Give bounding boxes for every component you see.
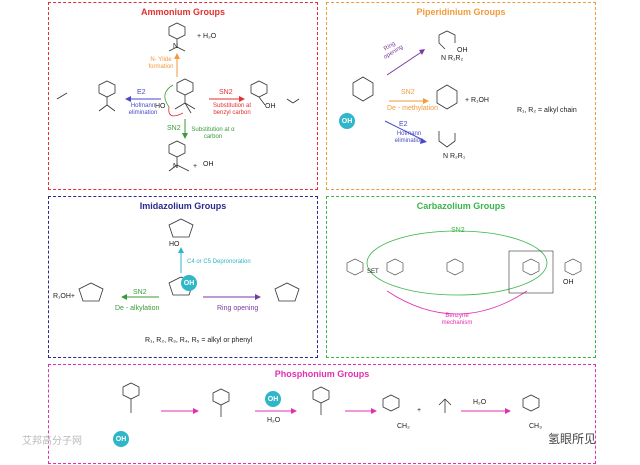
imidazolium-c4c5: C4 or C5 Depronoration (187, 259, 251, 265)
piperidinium-r1r2: R₁, R₂ = alkyl chain (517, 107, 577, 114)
ammonium-sn2: SN2 (219, 89, 233, 96)
ammonium-ylide-label: N- Ylide formation (148, 57, 174, 70)
ammonium-panel: Ammonium Groups (48, 2, 318, 190)
carbazolium-benzyne: Benzyne mechanism (441, 313, 473, 326)
piperidinium-hofmann: Hofmann elimination (394, 131, 424, 144)
imidazolium-panel: Imidazolium Groups HO C4 or C5 Depronora… (48, 196, 318, 358)
phosphonium-ch2: CH₂ (397, 423, 410, 430)
piperidinium-hydroxide: OH (339, 113, 355, 129)
piperidinium-top-oh: OH (457, 47, 468, 54)
piperidinium-sn2: SN2 (401, 89, 415, 96)
ammonium-structures (56, 22, 300, 172)
piperidinium-r1oh: + R₁OH (465, 97, 489, 104)
ammonium-hofmann: Hofmann elimination (128, 103, 158, 116)
piperidinium-demethylation: De - methylation (387, 105, 438, 112)
ammonium-sn2-alpha: SN2 (167, 125, 181, 132)
imidazolium-top-ho: HO (169, 241, 180, 248)
carbazolium-panel: Carbazolium Groups SN2 SET Benzyne mecha… (326, 196, 596, 358)
piperidinium-panel: Piperidinium Groups OH Ring opening OH N… (326, 2, 596, 190)
carbazolium-structures (346, 230, 582, 315)
watermark-right: 氢眼所见 (548, 432, 597, 446)
phosphonium-hydroxide-1: OH (113, 431, 129, 447)
piperidinium-bottom-n: N R₂R₁ (443, 153, 466, 160)
ammonium-e2: E2 (137, 89, 146, 96)
piperidinium-title: Piperidinium Groups (416, 7, 506, 17)
imidazolium-ring-opening: Ring opening (217, 305, 259, 312)
ammonium-bottom-n: N (173, 163, 179, 170)
carbazolium-oh: OH (563, 279, 574, 286)
phosphonium-hydroxide-2: OH (265, 391, 281, 407)
phosphonium-structures (122, 382, 540, 417)
imidazolium-rgroups: R₁, R₂, R₃, R₄, R₅ = alkyl or phenyl (145, 337, 253, 344)
ammonium-bottom-plus: + (193, 163, 198, 170)
imidazolium-r1oh: R₁OH+ (53, 293, 76, 300)
phosphonium-ch3: CH₃ (529, 423, 542, 430)
ammonium-h2o: + H₂O (197, 33, 217, 40)
ammonium-sub-benzyl: Substitution at benzyl carbon (212, 103, 252, 116)
imidazolium-sn2: SN2 (133, 289, 147, 296)
carbazolium-set: SET (367, 269, 379, 275)
phosphonium-plus: + (417, 407, 422, 414)
imidazolium-title: Imidazolium Groups (139, 201, 227, 211)
piperidinium-structures (352, 30, 458, 148)
ammonium-sub-alpha: Substitution at α carbon (191, 127, 235, 140)
phosphonium-h2o-2: H₂O (473, 399, 487, 406)
ammonium-right-oh: OH (265, 103, 276, 110)
phosphonium-title: Phosphonium Groups (274, 369, 370, 379)
piperidinium-top-n: N R₁R₂ (441, 55, 464, 62)
ammonium-title: Ammonium Groups (140, 7, 225, 17)
carbazolium-title: Carbazolium Groups (416, 201, 506, 211)
piperidinium-e2: E2 (399, 121, 408, 128)
imidazolium-dealkylation: De - alkylation (115, 305, 160, 312)
ammonium-ylide-n: N (173, 43, 179, 50)
ammonium-ho: HO (155, 103, 166, 110)
imidazolium-hydroxide: OH (181, 275, 197, 291)
ammonium-bottom-oh: OH (203, 161, 214, 168)
carbazolium-sn2: SN2 (451, 227, 465, 234)
phosphonium-panel: Phosphonium Groups OH OH H₂O + CH₂ H₂O C… (48, 364, 596, 464)
watermark-left: 艾邦高分子网 (22, 436, 82, 447)
phosphonium-h2o: H₂O (267, 417, 281, 424)
